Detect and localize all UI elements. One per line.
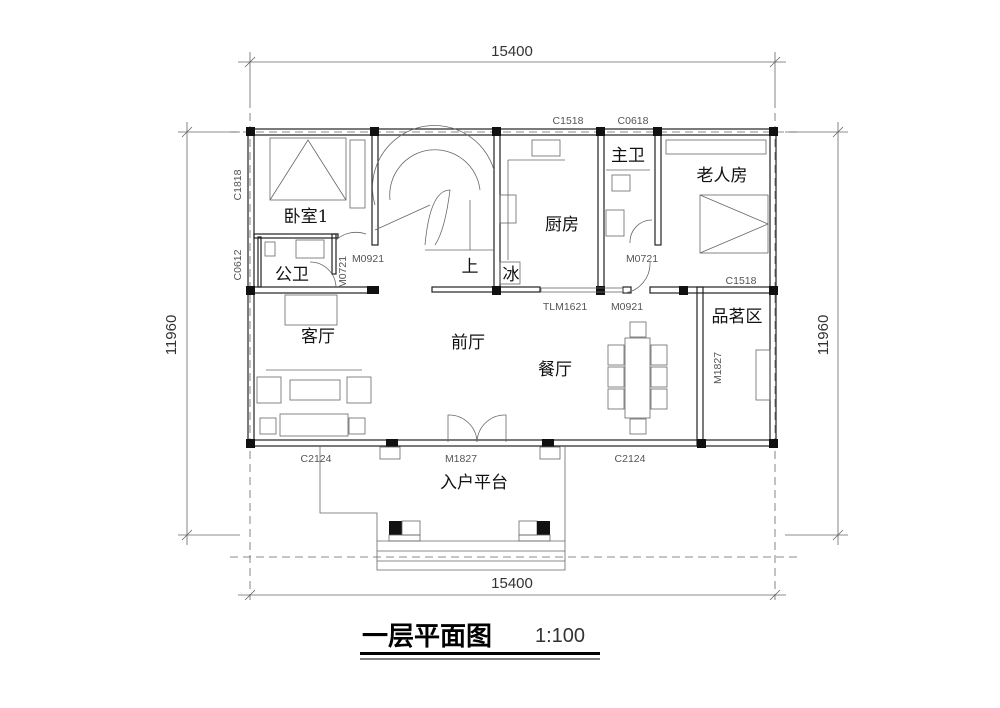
room-label-kitchen: 厨房 xyxy=(545,215,579,235)
window-code: C2124 xyxy=(615,453,646,465)
drawing-scale: 1:100 xyxy=(535,625,585,647)
stairs-up-label: 上 xyxy=(462,257,479,277)
fridge-label: 冰 xyxy=(503,265,520,285)
toilet-public xyxy=(264,241,276,257)
tv-cabinet xyxy=(284,294,338,326)
room-label-entry-platform: 入户平台 xyxy=(440,473,508,493)
window-code: C0612 xyxy=(232,249,244,280)
door-code: M0921 xyxy=(611,301,643,313)
dimension-bottom: 15400 xyxy=(491,575,533,592)
dimension-lines xyxy=(178,52,848,601)
basin-master xyxy=(605,209,625,237)
bed-bedroom1 xyxy=(269,137,347,201)
dining-table xyxy=(624,337,651,419)
room-label-tea-area: 品茗区 xyxy=(712,307,763,327)
armchair-right xyxy=(346,376,372,404)
window-code: C2124 xyxy=(301,453,332,465)
structural-columns xyxy=(246,127,778,448)
window-code: C1818 xyxy=(232,169,244,200)
dimension-top: 15400 xyxy=(491,43,533,60)
room-label-public-bath: 公卫 xyxy=(275,265,309,285)
bed-elder xyxy=(699,194,769,254)
tea-table xyxy=(755,349,771,401)
room-label-elder-room: 老人房 xyxy=(697,166,748,186)
sofa xyxy=(279,413,349,437)
door-code: M1827 xyxy=(712,352,724,384)
toilet-master xyxy=(611,174,631,192)
room-label-foyer: 前厅 xyxy=(451,333,485,353)
window-code: C1518 xyxy=(553,115,584,127)
armchair-left xyxy=(256,376,282,404)
fridge-box xyxy=(499,261,521,285)
room-label-dining-room: 餐厅 xyxy=(538,360,572,380)
spiral-stair xyxy=(372,125,495,206)
coffee-table xyxy=(289,379,341,401)
door-code: M0721 xyxy=(626,253,658,265)
wardrobe xyxy=(349,139,366,209)
entry-platform xyxy=(319,446,566,571)
room-label-bedroom1: 卧室1 xyxy=(284,207,329,227)
dimension-left: 11960 xyxy=(163,315,180,356)
door-code: TLM1621 xyxy=(543,301,588,313)
title-underline xyxy=(360,652,600,655)
doors xyxy=(309,219,653,443)
furniture xyxy=(256,125,771,437)
door-code: M0721 xyxy=(337,256,349,288)
window-code: C1518 xyxy=(726,275,757,287)
window-code: C0618 xyxy=(618,115,649,127)
room-label-living-room: 客厅 xyxy=(301,327,335,347)
basin-public xyxy=(295,239,325,259)
door-code: M0921 xyxy=(352,253,384,265)
drawing-title: 一层平面图 xyxy=(362,622,492,652)
room-label-master-bath: 主卫 xyxy=(611,146,645,166)
kitchen-sink xyxy=(531,139,561,157)
dimension-right: 11960 xyxy=(815,315,832,356)
door-code: M1827 xyxy=(445,453,477,465)
wardrobe-elder xyxy=(665,139,767,155)
